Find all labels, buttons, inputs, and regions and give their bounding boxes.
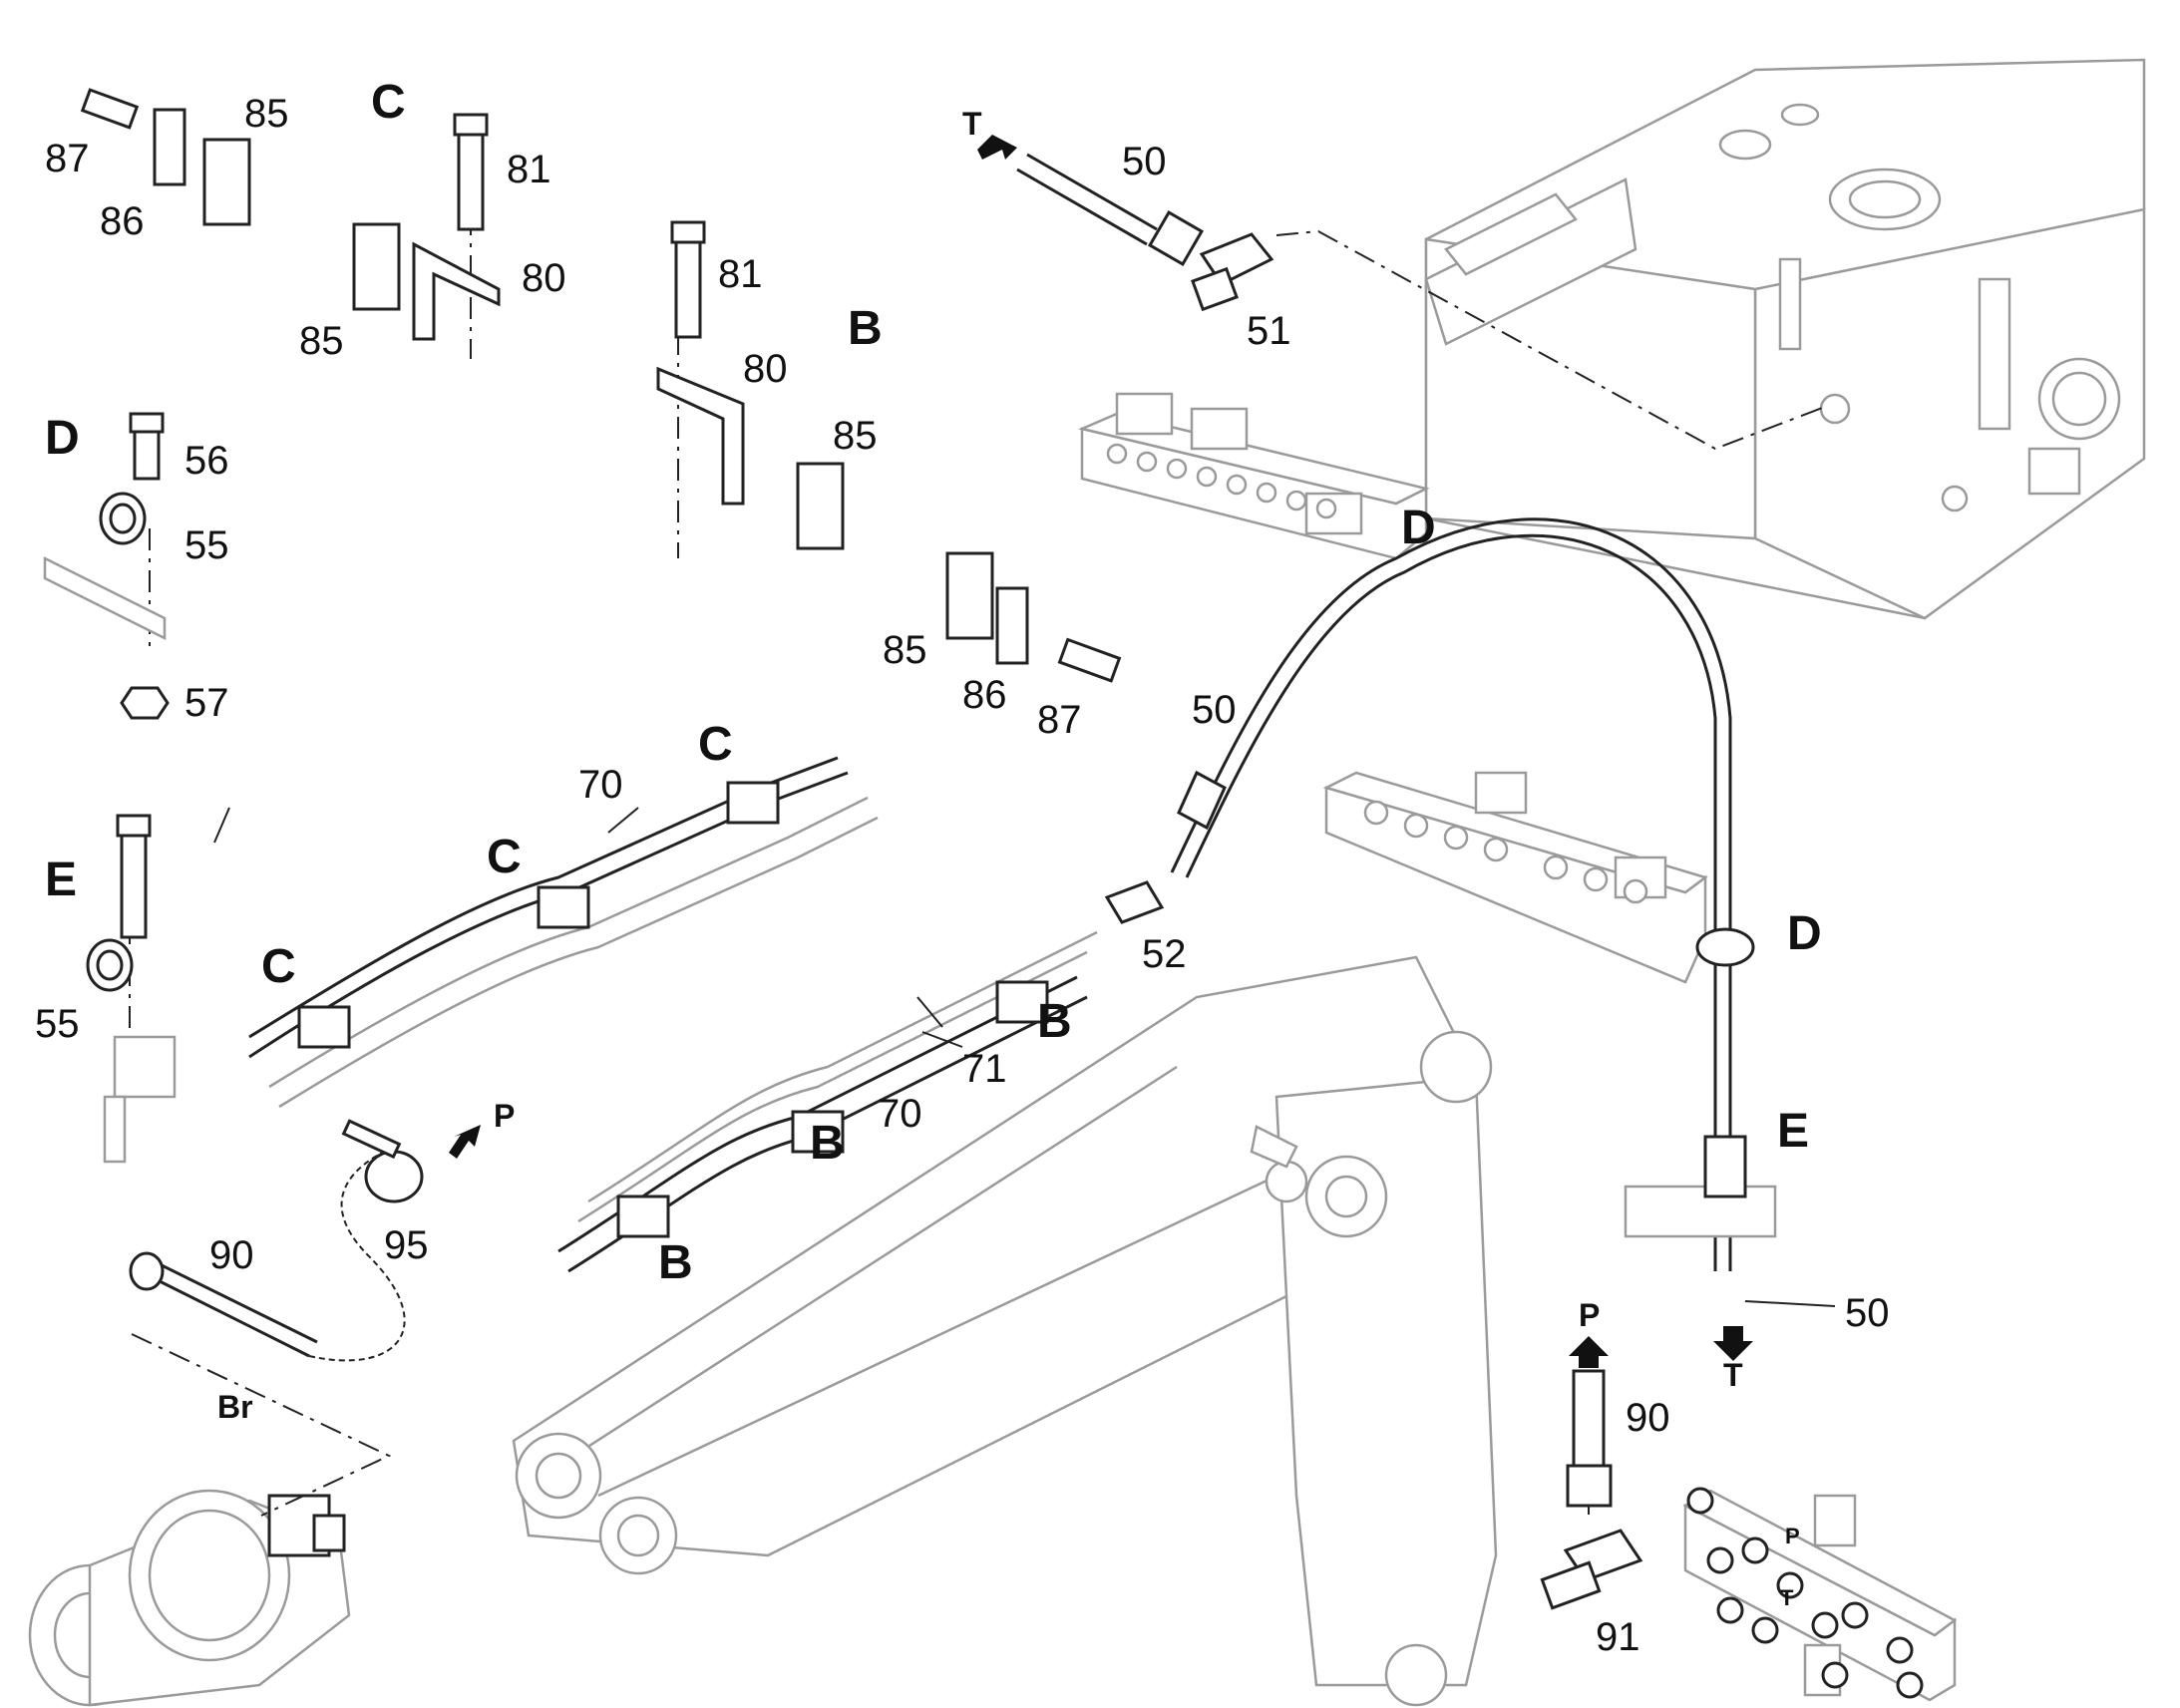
bolt-E bbox=[116, 814, 152, 939]
travel-motor bbox=[28, 1489, 351, 1707]
leader-lines bbox=[213, 807, 1836, 1307]
group-label-B-bundle-right: B bbox=[1037, 995, 1072, 1048]
group-label-B-bundle-left: B bbox=[658, 1236, 693, 1289]
bolt-81-top bbox=[453, 113, 489, 231]
part-number-86-mid: 86 bbox=[962, 673, 1007, 717]
part-number-70-upper: 70 bbox=[578, 763, 623, 807]
part-number-90-brake: 90 bbox=[209, 1233, 254, 1277]
flow-label-Br: Br bbox=[217, 1389, 253, 1425]
part-number-86-top: 86 bbox=[100, 199, 145, 243]
tank-housing bbox=[1424, 58, 2146, 620]
bolt-87-mid bbox=[1057, 637, 1122, 683]
part-number-95: 95 bbox=[384, 1223, 429, 1267]
part-number-55-E: 55 bbox=[35, 1002, 80, 1046]
bolt-87-top bbox=[80, 88, 140, 130]
group-label-D-upper: D bbox=[1401, 502, 1436, 554]
group-label-E-detail: E bbox=[45, 854, 77, 906]
part-number-56: 56 bbox=[184, 439, 229, 483]
pipe-bundle-lower bbox=[557, 930, 1098, 1273]
arrow-P-supply-icon bbox=[1569, 1336, 1609, 1368]
clamp-85-top bbox=[202, 138, 401, 311]
clamp-E-lower bbox=[1624, 1135, 1777, 1238]
part-number-50-hose: 50 bbox=[1192, 688, 1237, 732]
part-number-80-mid: 80 bbox=[743, 347, 788, 391]
part-number-91: 91 bbox=[1596, 1615, 1640, 1659]
group-label-B-bundle-mid: B bbox=[810, 1117, 845, 1170]
group-label-C-bundle-left: C bbox=[261, 940, 296, 993]
bolt-81-mid bbox=[670, 220, 706, 339]
plate-86-mid bbox=[995, 586, 1029, 665]
part-number-70-lower: 70 bbox=[878, 1092, 922, 1136]
hose-90-brake bbox=[129, 1146, 406, 1362]
group-label-E-lower: E bbox=[1777, 1105, 1809, 1158]
hose-50-main bbox=[1170, 517, 1732, 1271]
bracket-80-mid bbox=[656, 366, 745, 506]
group-label-D-detail: D bbox=[45, 412, 80, 465]
flow-label-P-supply: P bbox=[1579, 1297, 1600, 1333]
pipe-bundle-upper bbox=[248, 756, 879, 1109]
clamp-55-E bbox=[86, 938, 134, 992]
part-number-71: 71 bbox=[962, 1047, 1007, 1091]
flow-label-P-block: P bbox=[1785, 1524, 1800, 1548]
arrow-T-bottom-icon bbox=[1713, 1326, 1753, 1361]
fitting-51 bbox=[1191, 232, 1274, 312]
distribution-block bbox=[1682, 1487, 1958, 1702]
flow-label-T-bottom: T bbox=[1723, 1357, 1743, 1393]
part-number-51: 51 bbox=[1247, 309, 1291, 353]
flow-label-T-block: T bbox=[1780, 1585, 1794, 1610]
part-number-52: 52 bbox=[1142, 932, 1187, 976]
valve-bracket-upper bbox=[1078, 392, 1430, 560]
part-number-85-mid-b: 85 bbox=[883, 628, 927, 672]
clamp-D-lower bbox=[1695, 927, 1755, 967]
plate-86-top bbox=[153, 108, 186, 186]
clamp-55-D bbox=[99, 492, 147, 545]
part-number-81-top: 81 bbox=[507, 148, 551, 191]
part-number-90-supply: 90 bbox=[1626, 1396, 1670, 1440]
part-number-81-mid: 81 bbox=[718, 252, 763, 296]
hose-90-supply bbox=[1566, 1369, 1613, 1508]
part-number-50-top: 50 bbox=[1122, 140, 1167, 183]
bracket-D bbox=[43, 555, 167, 641]
group-label-B-top: B bbox=[848, 302, 883, 355]
arrow-P-brake-icon bbox=[449, 1125, 481, 1159]
group-label-C-top: C bbox=[371, 76, 406, 129]
fitting-91 bbox=[1540, 1529, 1643, 1610]
flow-label-T-top: T bbox=[962, 106, 982, 142]
part-number-85-mid-a: 85 bbox=[833, 414, 878, 458]
bolt-56 bbox=[129, 412, 165, 481]
bracket-80-top bbox=[412, 241, 501, 341]
part-number-85-top-a: 85 bbox=[244, 92, 289, 136]
part-number-80-top: 80 bbox=[522, 256, 566, 300]
nut-57 bbox=[120, 686, 170, 720]
part-number-55-D: 55 bbox=[184, 523, 229, 567]
clamp-85-mid bbox=[796, 462, 994, 640]
bracket-E bbox=[103, 1035, 177, 1164]
hose-50-top bbox=[1016, 153, 1205, 267]
arrow-T-top-icon bbox=[977, 135, 1017, 160]
part-number-87-mid: 87 bbox=[1037, 698, 1082, 742]
part-number-50-bottom: 50 bbox=[1845, 1291, 1890, 1335]
tie-95 bbox=[341, 1119, 424, 1203]
part-number-87-top: 87 bbox=[45, 137, 90, 180]
part-number-85-top-b: 85 bbox=[299, 319, 344, 363]
valve-bracket-lower bbox=[1322, 771, 1708, 984]
group-label-C-bundle-mid: C bbox=[487, 831, 522, 883]
part-number-57: 57 bbox=[184, 681, 229, 725]
fitting-52 bbox=[1104, 880, 1165, 924]
flow-label-P-brake: P bbox=[494, 1098, 515, 1134]
group-label-C-bundle-top: C bbox=[698, 718, 733, 771]
group-label-D-lower: D bbox=[1787, 907, 1822, 960]
excavator-boom bbox=[512, 955, 1498, 1707]
